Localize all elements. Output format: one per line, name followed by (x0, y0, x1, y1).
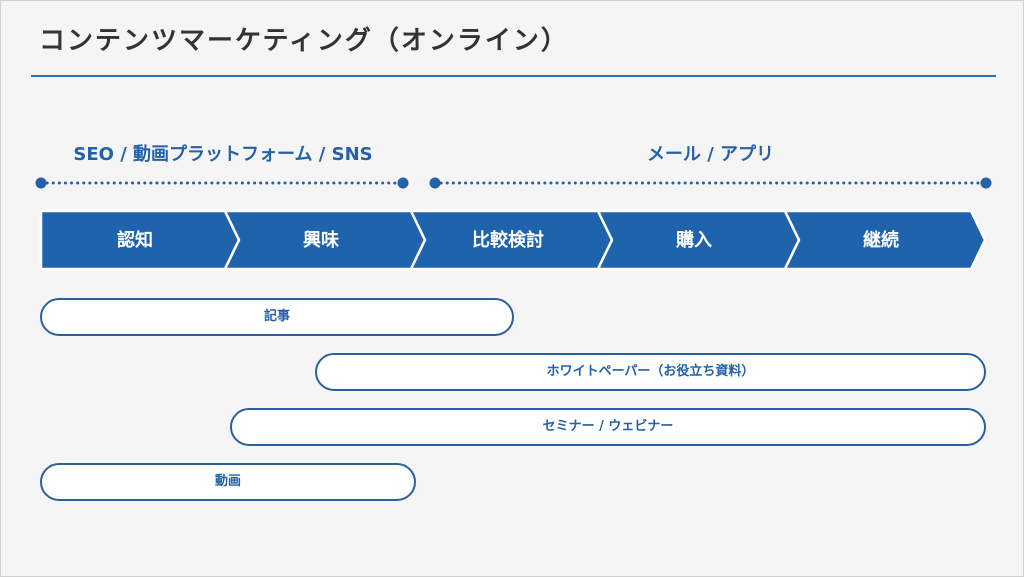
content-pill-video: 動画 (40, 463, 416, 501)
channel-range-end-dot-seo (397, 177, 409, 189)
stage-label-purchase: 購入 (675, 229, 712, 251)
page-title: コンテンツマーケティング（オンライン） (39, 26, 569, 56)
stage-label-interest: 興味 (303, 229, 339, 251)
channel-label-mail-app: メール / アプリ (646, 144, 775, 165)
channel-label-seo-video-sns: SEO / 動画プラットフォーム / SNS (73, 144, 373, 165)
funnel-stages: 認知 興味 比較検討 購入 継続 (39, 209, 987, 271)
stage-arrow-retention (783, 209, 987, 271)
channel-range-start-dot-mail (429, 177, 441, 189)
channel-range-lines (35, 177, 992, 189)
content-pill-seminar-webinar: セミナー / ウェビナー (230, 408, 986, 446)
content-pill-whitepaper: ホワイトペーパー（お役立ち資料） (315, 353, 986, 391)
stage-label-retention: 継続 (863, 229, 899, 251)
content-pill-article: 記事 (40, 298, 514, 336)
channel-range-end-dot-mail (980, 177, 992, 189)
stage-label-awareness: 認知 (117, 229, 153, 251)
stage-label-consideration: 比較検討 (472, 229, 544, 251)
title-underline (31, 75, 996, 77)
channel-range-start-dot-seo (35, 177, 47, 189)
